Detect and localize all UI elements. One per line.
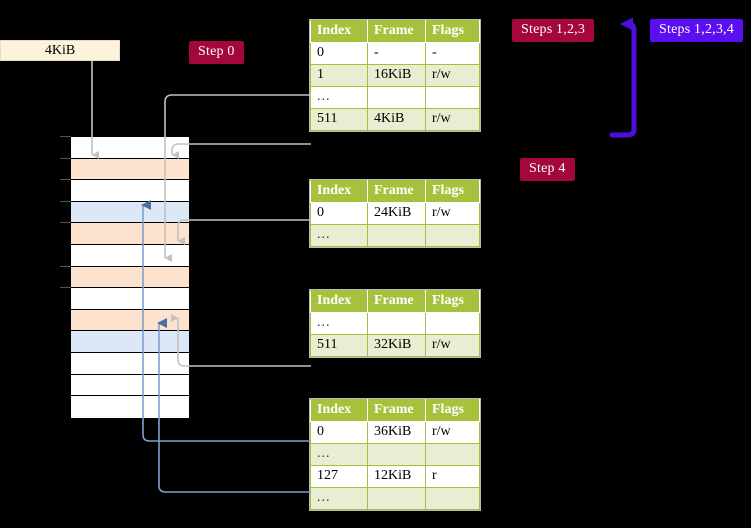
memory-row-5 [71, 244, 189, 267]
table-cell-flags: - [425, 42, 480, 65]
memory-row-12 [71, 396, 189, 418]
column-header-index: Index [310, 290, 368, 313]
table-cell-frame [367, 224, 426, 247]
memory-row-9 [71, 331, 189, 353]
memory-row-4 [71, 223, 189, 245]
column-header-index: Index [310, 20, 368, 43]
memory-tick [60, 266, 71, 267]
table-row: ... [310, 312, 480, 335]
column-header-flags: Flags [425, 20, 480, 43]
frame-4kib-box: 4KiB [0, 40, 120, 61]
table-cell-index: ... [310, 312, 368, 335]
table-cell-frame: 16KiB [367, 64, 426, 87]
table-cell-index: ... [310, 443, 368, 466]
memory-row-2 [71, 180, 189, 202]
table-cell-flags [425, 443, 480, 466]
table-cell-flags: r [425, 465, 480, 488]
column-header-frame: Frame [367, 290, 426, 313]
table-row: ... [310, 86, 480, 109]
memory-row-11 [71, 374, 189, 397]
column-header-frame: Frame [367, 20, 426, 43]
column-header-index: Index [310, 180, 368, 203]
table-cell-index: 0 [310, 421, 368, 444]
connector-violet-loop [609, 17, 637, 138]
memory-tick [60, 287, 71, 288]
table-cell-frame: 12KiB [367, 465, 426, 488]
table-cell-flags: r/w [425, 108, 480, 131]
table-row: ... [310, 487, 480, 510]
memory-tick [60, 201, 71, 202]
memory-column [70, 136, 190, 418]
table-cell-frame: 4KiB [367, 108, 426, 131]
table-cell-index: 0 [310, 42, 368, 65]
memory-row-6 [71, 266, 189, 289]
table-cell-flags [425, 312, 480, 335]
memory-row-1 [71, 158, 189, 181]
column-header-frame: Frame [367, 399, 426, 422]
column-header-flags: Flags [425, 290, 480, 313]
table-cell-index: 511 [310, 108, 368, 131]
badge-steps-1-2-3-4: Steps 1,2,3,4 [650, 19, 743, 42]
memory-row-10 [71, 352, 189, 375]
badge-step-0: Step 0 [189, 41, 244, 64]
table-cell-frame: 24KiB [367, 202, 426, 225]
table-cell-frame [367, 487, 426, 510]
table-cell-index: 1 [310, 64, 368, 87]
memory-row-7 [71, 288, 189, 310]
table-row: ... [310, 443, 480, 466]
table-cell-frame [367, 312, 426, 335]
table-cell-frame: 32KiB [367, 334, 426, 357]
column-header-index: Index [310, 399, 368, 422]
connector-table3-row511-to-memory [171, 314, 311, 367]
column-header-frame: Frame [367, 180, 426, 203]
frame-4kib-label: 4KiB [44, 42, 76, 58]
table-row: 0-- [310, 42, 480, 65]
column-header-flags: Flags [425, 399, 480, 422]
table-cell-flags: r/w [425, 421, 480, 444]
table-cell-frame: 36KiB [367, 421, 426, 444]
table-row: ... [310, 224, 480, 247]
column-header-flags: Flags [425, 180, 480, 203]
badge-steps-1-2-3: Steps 1,2,3 [512, 19, 595, 42]
memory-row-3 [71, 201, 189, 224]
connector-table1-row511-to-memory [171, 143, 311, 159]
connector-table2-row0-to-memory [177, 219, 311, 245]
table-cell-flags: r/w [425, 64, 480, 87]
table-cell-flags [425, 224, 480, 247]
table-cell-index: 127 [310, 465, 368, 488]
memory-tick [60, 179, 71, 180]
memory-tick [60, 136, 71, 137]
table-cell-frame [367, 86, 426, 109]
memory-row-8 [71, 309, 189, 332]
badge-step-4: Step 4 [520, 158, 575, 181]
table-cell-index: ... [310, 487, 368, 510]
memory-tick [60, 158, 71, 159]
table-cell-flags [425, 86, 480, 109]
table-cell-index: ... [310, 224, 368, 247]
memory-tick [60, 222, 71, 223]
table-cell-flags [425, 487, 480, 510]
table-cell-index: 0 [310, 202, 368, 225]
table-cell-index: ... [310, 86, 368, 109]
memory-row-0 [71, 137, 189, 159]
table-cell-frame: - [367, 42, 426, 65]
table-cell-index: 511 [310, 334, 368, 357]
table-cell-frame [367, 443, 426, 466]
table-cell-flags: r/w [425, 202, 480, 225]
table-cell-flags: r/w [425, 334, 480, 357]
